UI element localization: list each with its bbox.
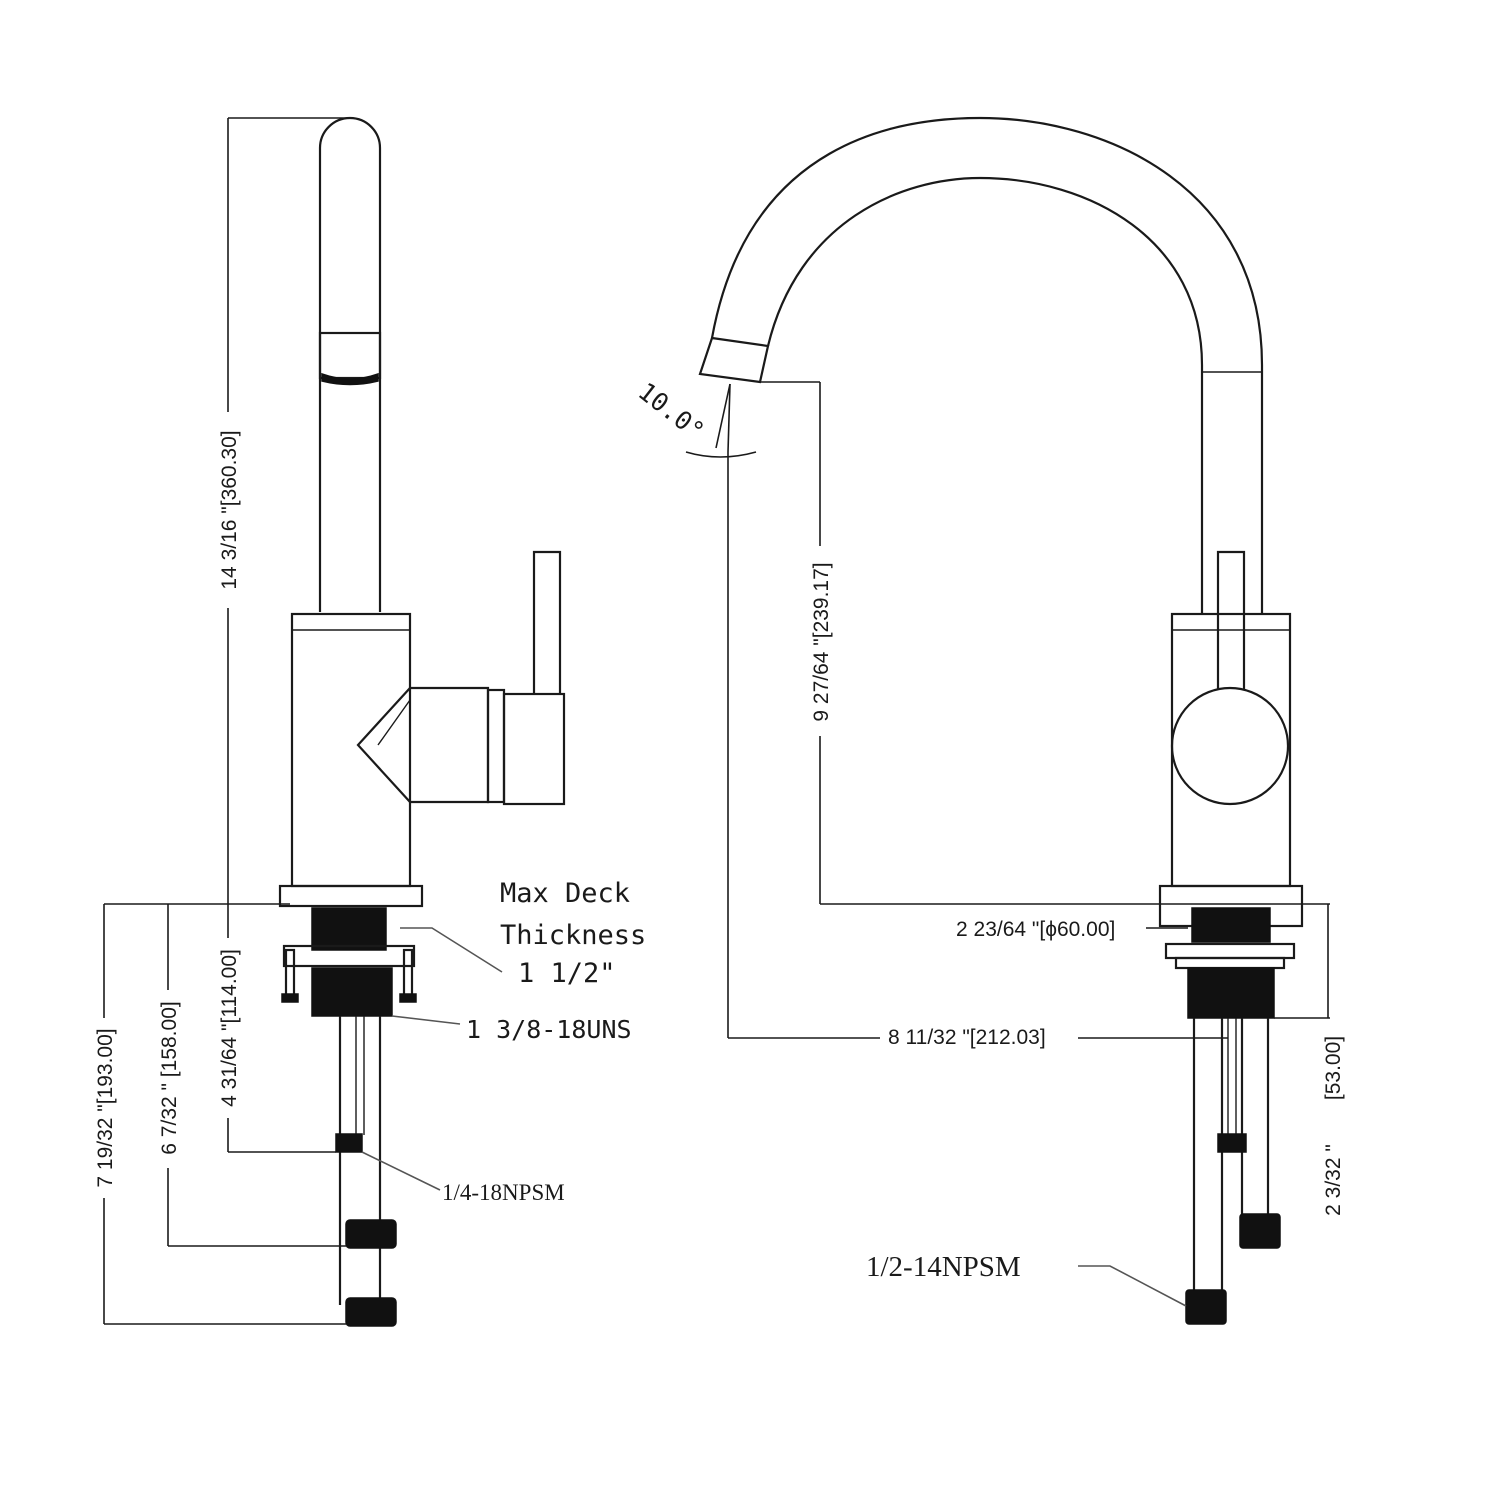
front-handle-knob[interactable] [1170, 686, 1290, 806]
side-stud-left [284, 948, 296, 998]
side-stud-nut-right [399, 993, 417, 1003]
side-valve-body [290, 612, 412, 888]
front-mounting-plate [1174, 956, 1286, 970]
dim-shank-length-mm-label: [53.00] [1322, 1036, 1345, 1100]
dim-base-diameter-label: 2 23/64 "[ϕ60.00] [956, 918, 1115, 941]
side-mounting-washer [282, 944, 416, 968]
side-hose-nut-lower [345, 1297, 397, 1327]
front-threaded-shank-lower [1187, 967, 1275, 1019]
thread-small-label: 1/4-18NPSM [442, 1180, 565, 1205]
side-deck-base [278, 884, 424, 908]
front-handle-lever[interactable] [1216, 550, 1246, 690]
dim-shank-length-in-label: 2 3/32 " [1322, 1144, 1345, 1216]
front-spout-outer [710, 116, 1264, 614]
side-cartridge-wedge [356, 686, 490, 804]
front-threaded-shank-upper [1191, 907, 1271, 943]
side-aerator-band [318, 331, 382, 380]
front-hose-nut-right [1239, 1213, 1281, 1249]
front-spout-tip [698, 336, 770, 384]
supply-thread-label: 1/2-14NPSM [866, 1251, 1021, 1283]
front-mounting-washer [1164, 942, 1296, 960]
angle-vertical [727, 383, 731, 453]
dim-a-label: 4 31/64 "[114.00] [218, 949, 241, 1107]
side-handle-block [486, 688, 506, 804]
front-spout-inner [766, 176, 1204, 614]
deck-note-line1: Max Deck [500, 878, 630, 909]
side-dimensions [103, 117, 503, 1325]
angle-label: 10.0° [633, 377, 710, 446]
side-handle-hub [502, 692, 566, 806]
front-valve-body [1170, 612, 1292, 888]
angle-spout-axis [715, 383, 731, 449]
front-dimensions [685, 381, 1330, 1307]
side-aerator-shadow [321, 372, 379, 386]
dim-b-label: 6 7/32 " [158.00] [158, 1001, 181, 1154]
side-hose-nut-upper [345, 1219, 397, 1249]
side-wedge-inner [377, 699, 411, 746]
leader-supply-thread [1078, 1265, 1187, 1307]
deck-note-line3: 1 1/2" [518, 958, 616, 989]
deck-note-line2: Thickness [500, 920, 646, 951]
front-small-fitting [1217, 1133, 1247, 1153]
side-view [278, 116, 566, 1327]
dim-total-height-label: 14 3/16 "[360.30] [218, 430, 241, 589]
side-threaded-shank-lower [311, 967, 393, 1017]
dim-spout-height-label: 9 27/64 "[239.17] [810, 562, 833, 721]
angle-arc [685, 451, 757, 458]
leader-shank-thread [391, 1015, 461, 1025]
side-stud-right [402, 948, 414, 998]
front-supply-hose-left [1192, 1018, 1224, 1290]
side-handle-lever[interactable] [532, 550, 562, 694]
front-hose-nut-left [1185, 1289, 1227, 1325]
side-threaded-shank-upper [311, 907, 387, 951]
leader-small-thread [361, 1151, 441, 1191]
side-stud-nut-left [281, 993, 299, 1003]
dim-c-label: 7 19/32 "[193.00] [94, 1028, 117, 1187]
front-view [698, 116, 1304, 1325]
leader-deck-thickness [400, 927, 503, 973]
side-spout-tube [318, 116, 382, 612]
front-supply-hose-right [1240, 1018, 1270, 1214]
side-small-fitting [335, 1133, 363, 1153]
thread-shank-label: 1 3/8-18UNS [466, 1015, 632, 1044]
dim-reach-label: 8 11/32 "[212.03] [888, 1026, 1046, 1049]
